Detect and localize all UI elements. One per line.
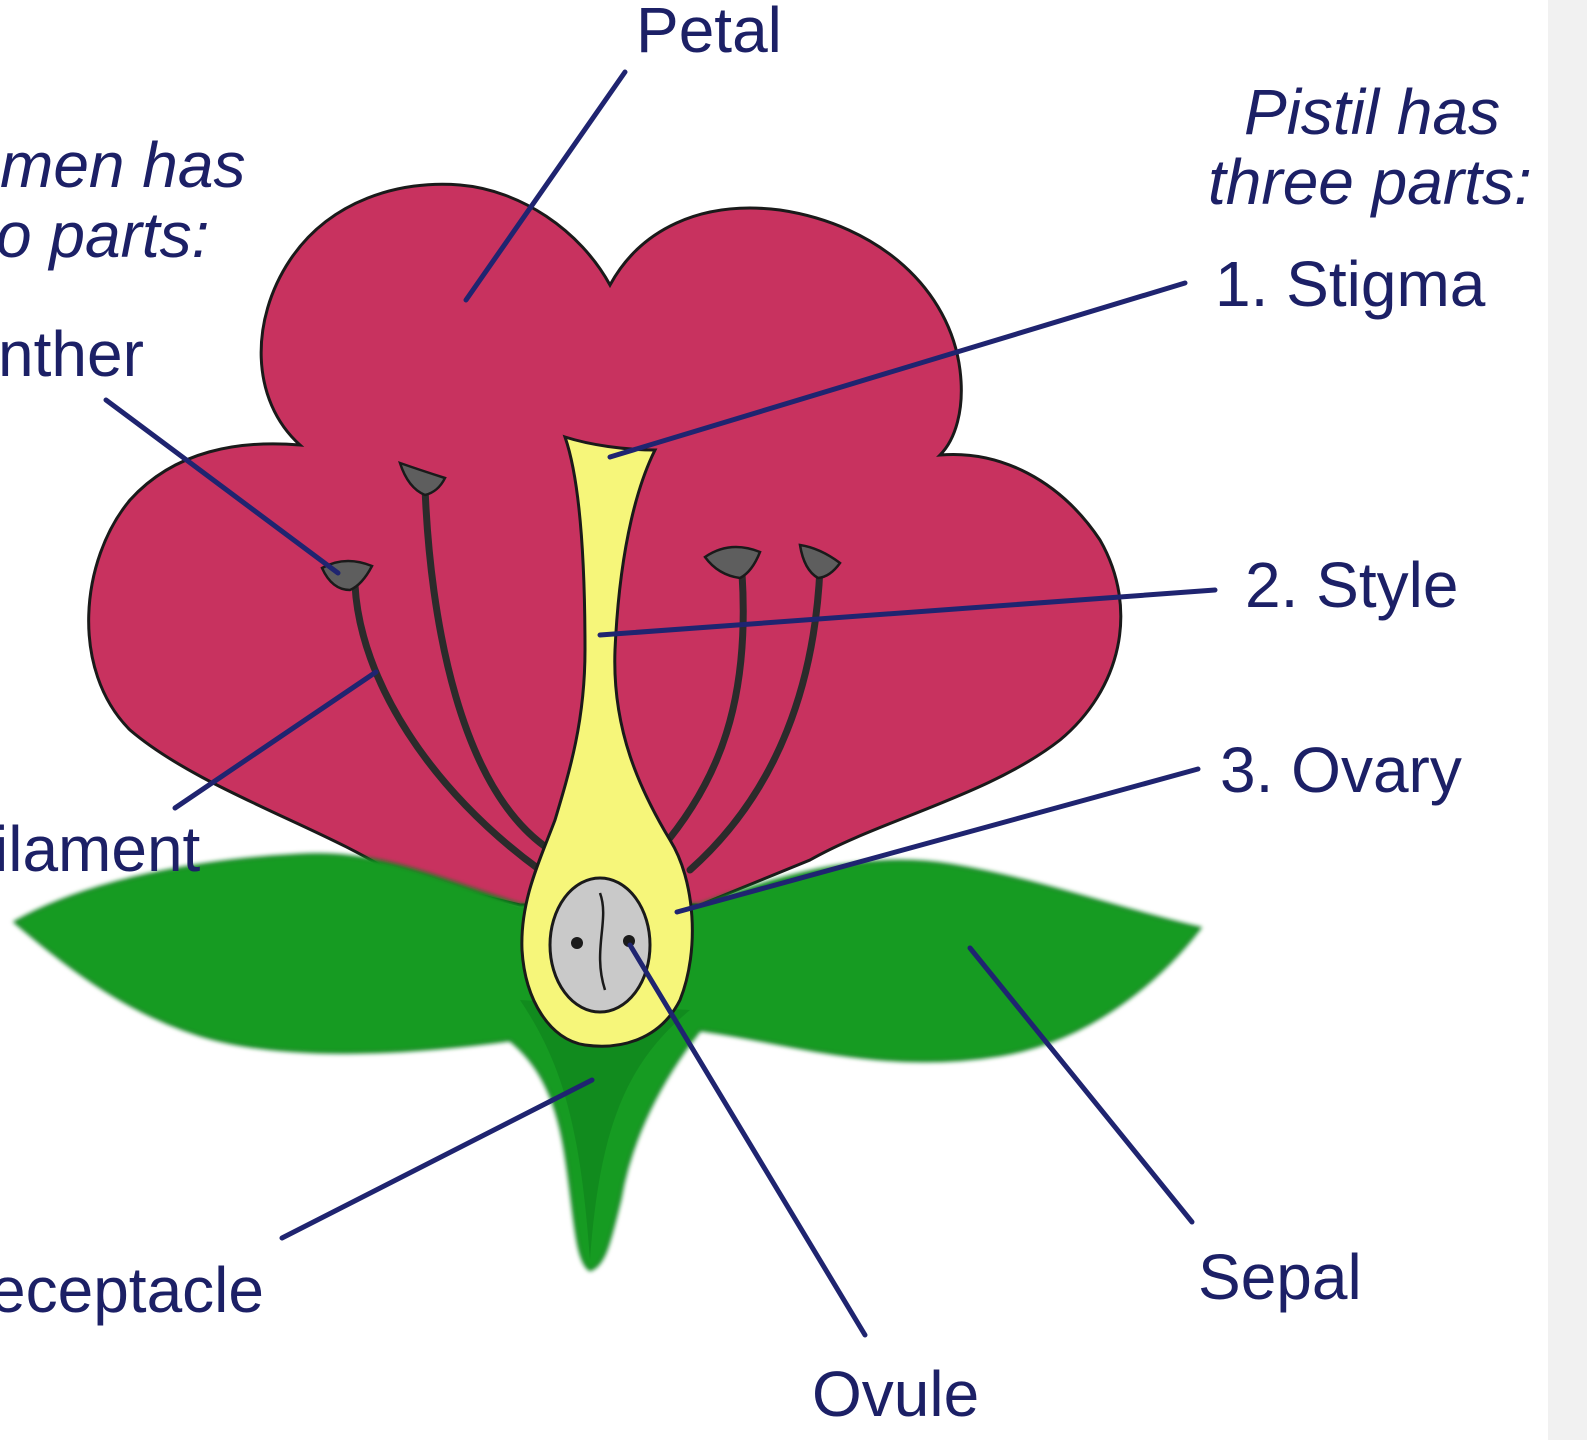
label-pistil-intro-2: three parts: — [1208, 150, 1532, 214]
label-stamen-intro-1: men has — [0, 133, 245, 197]
label-ovary: 3. Ovary — [1220, 738, 1462, 802]
label-pistil-intro-1: Pistil has — [1244, 80, 1500, 144]
label-style: 2. Style — [1245, 553, 1458, 617]
label-ovule: Ovule — [812, 1362, 979, 1426]
label-sepal: Sepal — [1198, 1245, 1362, 1309]
label-stigma: 1. Stigma — [1215, 252, 1485, 316]
label-petal: Petal — [636, 0, 782, 62]
label-anther: nther — [0, 322, 144, 386]
ovule-left — [571, 937, 583, 949]
label-receptacle: eceptacle — [0, 1258, 264, 1322]
label-filament: ilament — [0, 817, 200, 881]
label-stamen-intro-2: o parts: — [0, 203, 209, 267]
leader-receptacle — [282, 1080, 592, 1238]
